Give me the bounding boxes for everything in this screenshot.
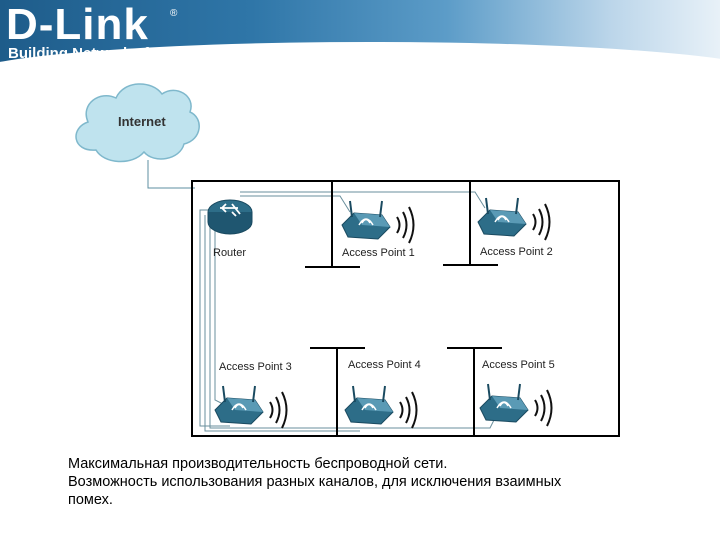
access-point-4-label: Access Point 4	[348, 359, 421, 371]
cabling-lines	[199, 191, 496, 432]
internet-cloud	[75, 83, 200, 163]
access-point-2-label: Access Point 2	[480, 246, 553, 258]
access-point-2-icon	[478, 198, 550, 240]
access-point-5-label: Access Point 5	[482, 359, 555, 371]
network-frame	[191, 180, 620, 437]
caption-line-2: Возможность использования разных каналов…	[68, 474, 562, 490]
dlink-logo: D-Link	[6, 0, 149, 49]
partition-walls	[305, 182, 502, 436]
router-icon	[207, 199, 253, 235]
header-banner: D-Link ® Building Networks for People	[0, 0, 720, 68]
uplink-lines	[147, 160, 195, 189]
access-point-3-label: Access Point 3	[219, 361, 292, 373]
internet-label: Internet	[118, 114, 166, 129]
access-point-3-icon	[215, 386, 287, 428]
access-point-1-label: Access Point 1	[342, 247, 415, 259]
access-point-5-icon	[480, 384, 552, 426]
registered-mark: ®	[170, 8, 178, 19]
router-label: Router	[213, 247, 246, 259]
caption-line-3: помех.	[68, 492, 113, 508]
access-point-4-icon	[345, 386, 417, 428]
caption-text: Максимальная производительность беспрово…	[68, 455, 708, 509]
caption-line-1: Максимальная производительность беспрово…	[68, 456, 448, 472]
access-point-1-icon	[342, 201, 414, 243]
tagline: Building Networks for People	[8, 45, 218, 62]
